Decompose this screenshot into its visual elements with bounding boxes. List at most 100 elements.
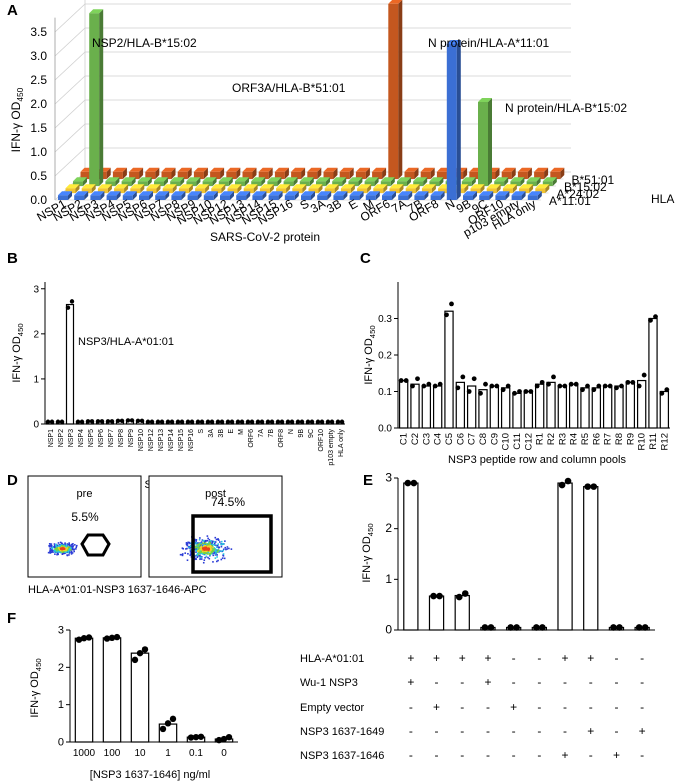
- data-point: [415, 376, 420, 382]
- chart-a-3d-bar: 0.00.51.01.52.02.53.03.5B*51:01B*15:02A*…: [9, 0, 674, 244]
- flow-event: [205, 542, 207, 545]
- bar-B*51:01-ORF6: [404, 171, 415, 179]
- flow-event: [69, 545, 72, 547]
- x-tick-label: R10: [637, 433, 648, 450]
- flow-event: [198, 545, 200, 547]
- bar-top: [155, 191, 170, 196]
- x-tick-label: R3: [557, 433, 568, 445]
- bar-top: [81, 184, 96, 189]
- flow-event: [209, 546, 212, 549]
- flow-event: [48, 543, 51, 545]
- flow-event: [67, 546, 69, 548]
- bar-B*51:01-NSP4: [129, 171, 140, 179]
- bar-top: [145, 167, 160, 172]
- flow-event: [222, 549, 224, 552]
- flow-event: [214, 551, 217, 553]
- flow-event: [66, 543, 69, 545]
- data-point: [466, 389, 472, 394]
- condition-mark: -: [563, 675, 567, 689]
- flow-plot-title: pre: [77, 488, 93, 500]
- bar-A*24:02-p103 empty: [519, 188, 530, 193]
- data-point: [551, 374, 556, 380]
- flow-event: [216, 546, 218, 548]
- flow-event: [60, 542, 63, 544]
- bar-A*24:02-NSP1: [65, 188, 76, 193]
- bar-top: [373, 184, 388, 189]
- flow-event: [214, 553, 217, 555]
- x-tick-label: S: [198, 429, 205, 434]
- bar-A*24:02-NSP14: [259, 188, 270, 193]
- data-point: [596, 383, 602, 389]
- bar-B*15:02-NSP13: [251, 181, 262, 186]
- bar-B*51:01-3A: [339, 171, 350, 179]
- bar-top: [397, 177, 411, 182]
- bar-top: [348, 177, 363, 182]
- x-tick-label: NSP16: [188, 429, 195, 451]
- data-point: [195, 419, 201, 424]
- flow-event: [205, 555, 208, 558]
- flow-event: [230, 548, 233, 550]
- bar-C10: [500, 387, 511, 429]
- bar-B*15:02-NSP9: [202, 181, 213, 186]
- flow-event: [211, 552, 213, 554]
- flow-event: [207, 556, 209, 559]
- bar-B*15:02-NSP8: [186, 181, 197, 186]
- bar-A*11:01-NSP2: [74, 195, 85, 200]
- bar-side: [317, 167, 322, 179]
- bar-top: [73, 177, 87, 182]
- bar-top: [486, 184, 501, 189]
- flow-event: [51, 550, 54, 553]
- annotation-n-a1101: N protein/HLA-A*11:01: [428, 36, 550, 50]
- flow-event: [54, 553, 56, 555]
- flow-event: [207, 551, 210, 554]
- flow-event: [203, 559, 206, 561]
- flow-event: [198, 551, 201, 553]
- data-point: [653, 314, 658, 320]
- bar-top: [398, 191, 413, 196]
- bar-A*24:02-NSP12: [227, 188, 238, 193]
- flow-event: [186, 547, 188, 550]
- data-point: [299, 419, 305, 424]
- data-point: [590, 483, 598, 490]
- flow-event: [226, 548, 228, 550]
- x-tick-label: p103 empty: [328, 429, 335, 466]
- bar-top: [323, 167, 338, 172]
- bar-side: [156, 184, 161, 193]
- bar-side: [504, 177, 509, 186]
- flow-event: [68, 549, 71, 551]
- x-tick-label: NSP8: [118, 429, 125, 447]
- condition-mark: +: [407, 651, 414, 665]
- flow-event: [206, 539, 209, 542]
- condition-mark: -: [435, 675, 439, 689]
- bar-side: [116, 191, 121, 200]
- bar-top: [511, 191, 526, 196]
- flow-event: [222, 543, 225, 545]
- bar-side: [197, 191, 202, 200]
- flow-event: [210, 544, 213, 547]
- flow-event: [200, 547, 203, 550]
- bar-A*11:01-NSP1: [58, 195, 68, 200]
- panel-letter-c: C: [360, 250, 371, 267]
- y-tick-label: 2: [33, 329, 39, 340]
- data-point: [145, 419, 151, 424]
- annotation-nsp2: NSP2/HLA-B*15:02: [92, 36, 197, 50]
- data-point: [403, 378, 409, 383]
- condition-mark: -: [486, 700, 490, 714]
- data-point: [219, 419, 225, 424]
- flow-event: [49, 552, 52, 554]
- flow-event: [194, 545, 197, 548]
- bar-top: [226, 167, 241, 172]
- data-point: [607, 383, 613, 389]
- flow-event: [220, 545, 223, 548]
- flow-event: [204, 548, 206, 551]
- bar-top: [162, 184, 177, 189]
- data-point: [489, 383, 495, 389]
- flow-event: [56, 548, 58, 551]
- condition-mark: -: [512, 724, 516, 738]
- x-tick-label: 7A: [258, 429, 265, 438]
- flow-event: [223, 557, 226, 560]
- flow-event: [195, 549, 197, 552]
- flow-event: [48, 545, 51, 548]
- x-tick-label: C6: [455, 433, 466, 445]
- flow-event: [202, 553, 204, 555]
